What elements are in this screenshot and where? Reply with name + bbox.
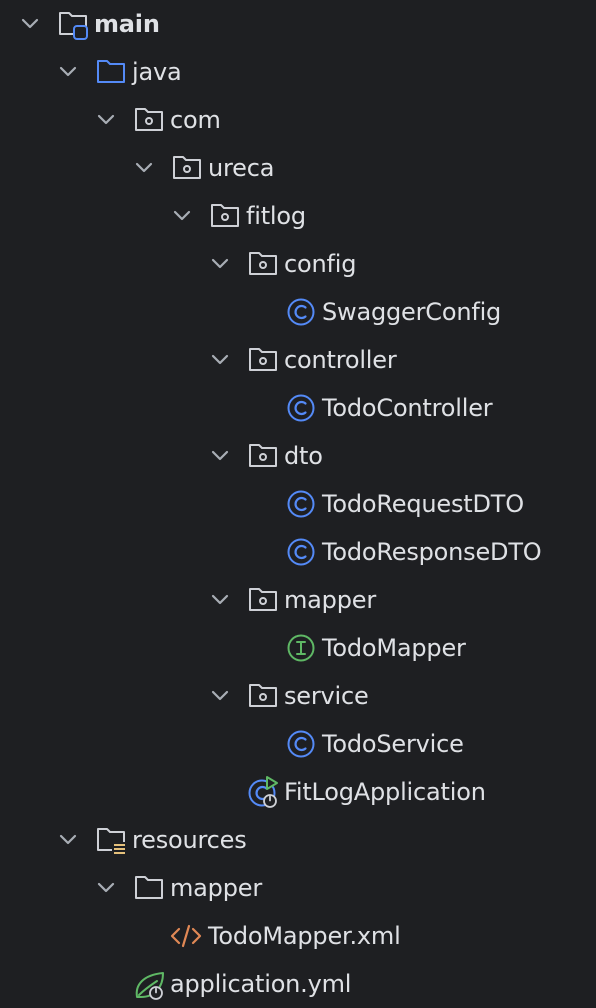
chevron-down-icon[interactable] [205,681,235,711]
tree-item-label: dto [284,442,323,470]
interface-icon [285,631,319,665]
tree-item-label: service [284,682,369,710]
tree-item-label: fitlog [246,202,306,230]
tree-item-resources[interactable]: resources [0,816,596,864]
tree-item-label: mapper [170,874,262,902]
tree-item-label: config [284,250,357,278]
tree-item-application-yml[interactable]: application.yml [0,960,596,1008]
package-folder-icon [171,151,205,185]
tree-item-label: mapper [284,586,376,614]
tree-item-label: com [170,106,221,134]
tree-item-label: FitLogApplication [284,778,486,806]
tree-item-label: TodoMapper [322,634,466,662]
chevron-down-icon[interactable] [53,57,83,87]
tree-item-label: TodoMapper.xml [208,922,401,950]
class-icon [285,487,319,521]
xml-file-icon [170,919,204,953]
tree-item-controller[interactable]: controller [0,336,596,384]
tree-item-todo-service[interactable]: TodoService [0,720,596,768]
tree-item-fitlog[interactable]: fitlog [0,192,596,240]
chevron-down-icon[interactable] [167,201,197,231]
tree-item-label: TodoResponseDTO [322,538,542,566]
tree-item-label: application.yml [170,970,352,998]
tree-item-label: SwaggerConfig [322,298,502,326]
module-folder-icon [57,7,91,41]
tree-item-fitlog-application[interactable]: FitLogApplication [0,768,596,816]
chevron-down-icon[interactable] [129,153,159,183]
tree-item-swagger-config[interactable]: SwaggerConfig [0,288,596,336]
tree-item-label: controller [284,346,397,374]
tree-item-label: resources [132,826,247,854]
tree-item-mapper-folder[interactable]: mapper [0,864,596,912]
resources-folder-icon [95,823,129,857]
spring-boot-application-icon [247,775,281,809]
chevron-down-icon[interactable] [205,249,235,279]
spring-config-icon [133,967,167,1001]
package-folder-icon [133,103,167,137]
package-folder-icon [247,583,281,617]
chevron-down-icon[interactable] [205,441,235,471]
package-folder-icon [247,247,281,281]
class-icon [285,391,319,425]
source-folder-icon [95,55,129,89]
chevron-down-icon[interactable] [205,345,235,375]
tree-item-java[interactable]: java [0,48,596,96]
chevron-down-icon[interactable] [53,825,83,855]
tree-item-label: ureca [208,154,275,182]
tree-item-label: TodoController [322,394,493,422]
package-folder-icon [247,439,281,473]
tree-item-config[interactable]: config [0,240,596,288]
tree-item-label: java [132,58,182,86]
class-icon [285,295,319,329]
chevron-down-icon[interactable] [205,585,235,615]
tree-item-main[interactable]: main [0,0,596,48]
package-folder-icon [209,199,243,233]
tree-item-label: TodoRequestDTO [322,490,524,518]
package-folder-icon [247,679,281,713]
tree-item-label: TodoService [322,730,464,758]
chevron-down-icon[interactable] [91,873,121,903]
chevron-down-icon[interactable] [91,105,121,135]
tree-item-mapper-package[interactable]: mapper [0,576,596,624]
tree-item-com[interactable]: com [0,96,596,144]
class-icon [285,535,319,569]
tree-item-todo-mapper[interactable]: TodoMapper [0,624,596,672]
tree-item-label: main [94,10,160,38]
tree-item-todo-request-dto[interactable]: TodoRequestDTO [0,480,596,528]
tree-item-service[interactable]: service [0,672,596,720]
class-icon [285,727,319,761]
chevron-down-icon[interactable] [15,9,45,39]
tree-item-todo-response-dto[interactable]: TodoResponseDTO [0,528,596,576]
package-folder-icon [247,343,281,377]
tree-item-dto[interactable]: dto [0,432,596,480]
folder-icon [133,871,167,905]
tree-item-todo-mapper-xml[interactable]: TodoMapper.xml [0,912,596,960]
tree-item-ureca[interactable]: ureca [0,144,596,192]
tree-item-todo-controller[interactable]: TodoController [0,384,596,432]
